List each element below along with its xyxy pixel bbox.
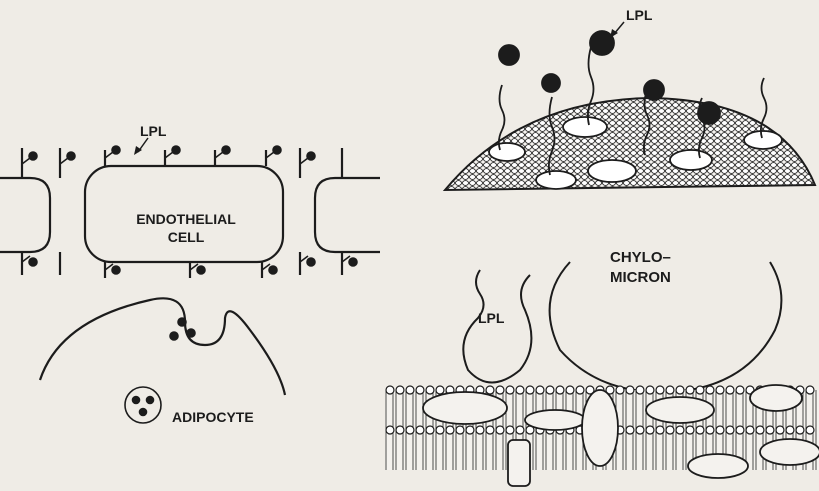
- adipocyte-outline: [40, 298, 285, 395]
- endothelial-cell-label: ENDOTHELIAL: [136, 211, 236, 227]
- right-top-panel: [445, 22, 815, 190]
- lpl-molecule-outline: [463, 270, 531, 383]
- right-neighbor-cell: [315, 178, 380, 252]
- lpl-label-left: LPL: [140, 123, 167, 139]
- endothelial-cell-label-2: CELL: [168, 229, 205, 245]
- lpl-label-bottom: LPL: [478, 310, 505, 326]
- lpl-label-top: LPL: [626, 7, 653, 23]
- left-panel: [0, 138, 380, 423]
- lipid-droplets: [125, 318, 195, 423]
- chylomicron-label-2: MICRON: [610, 269, 671, 286]
- adipocyte-label: ADIPOCYTE: [172, 409, 254, 425]
- chylomicron-label: CHYLO–: [610, 249, 671, 266]
- right-bottom-panel: [385, 262, 819, 486]
- left-neighbor-cell: [0, 178, 50, 252]
